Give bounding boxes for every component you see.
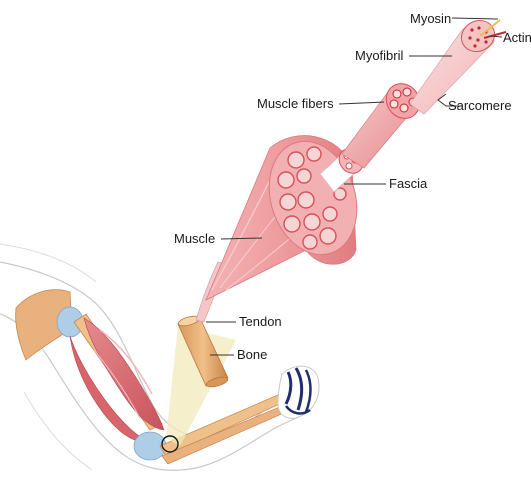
label-actin: Actin	[503, 30, 531, 45]
label-tendon: Tendon	[239, 314, 282, 329]
muscle-fiber-cone	[342, 77, 426, 168]
label-sarcomere: Sarcomere	[448, 98, 512, 113]
label-myofibril: Myofibril	[355, 48, 404, 63]
label-myosin: Myosin	[410, 11, 451, 26]
label-fascia: Fascia	[389, 176, 428, 191]
label-muscle: Muscle	[174, 231, 215, 246]
label-muscle-fibers: Muscle fibers	[257, 96, 334, 111]
fist-outline	[278, 366, 319, 418]
label-bone: Bone	[237, 347, 267, 362]
